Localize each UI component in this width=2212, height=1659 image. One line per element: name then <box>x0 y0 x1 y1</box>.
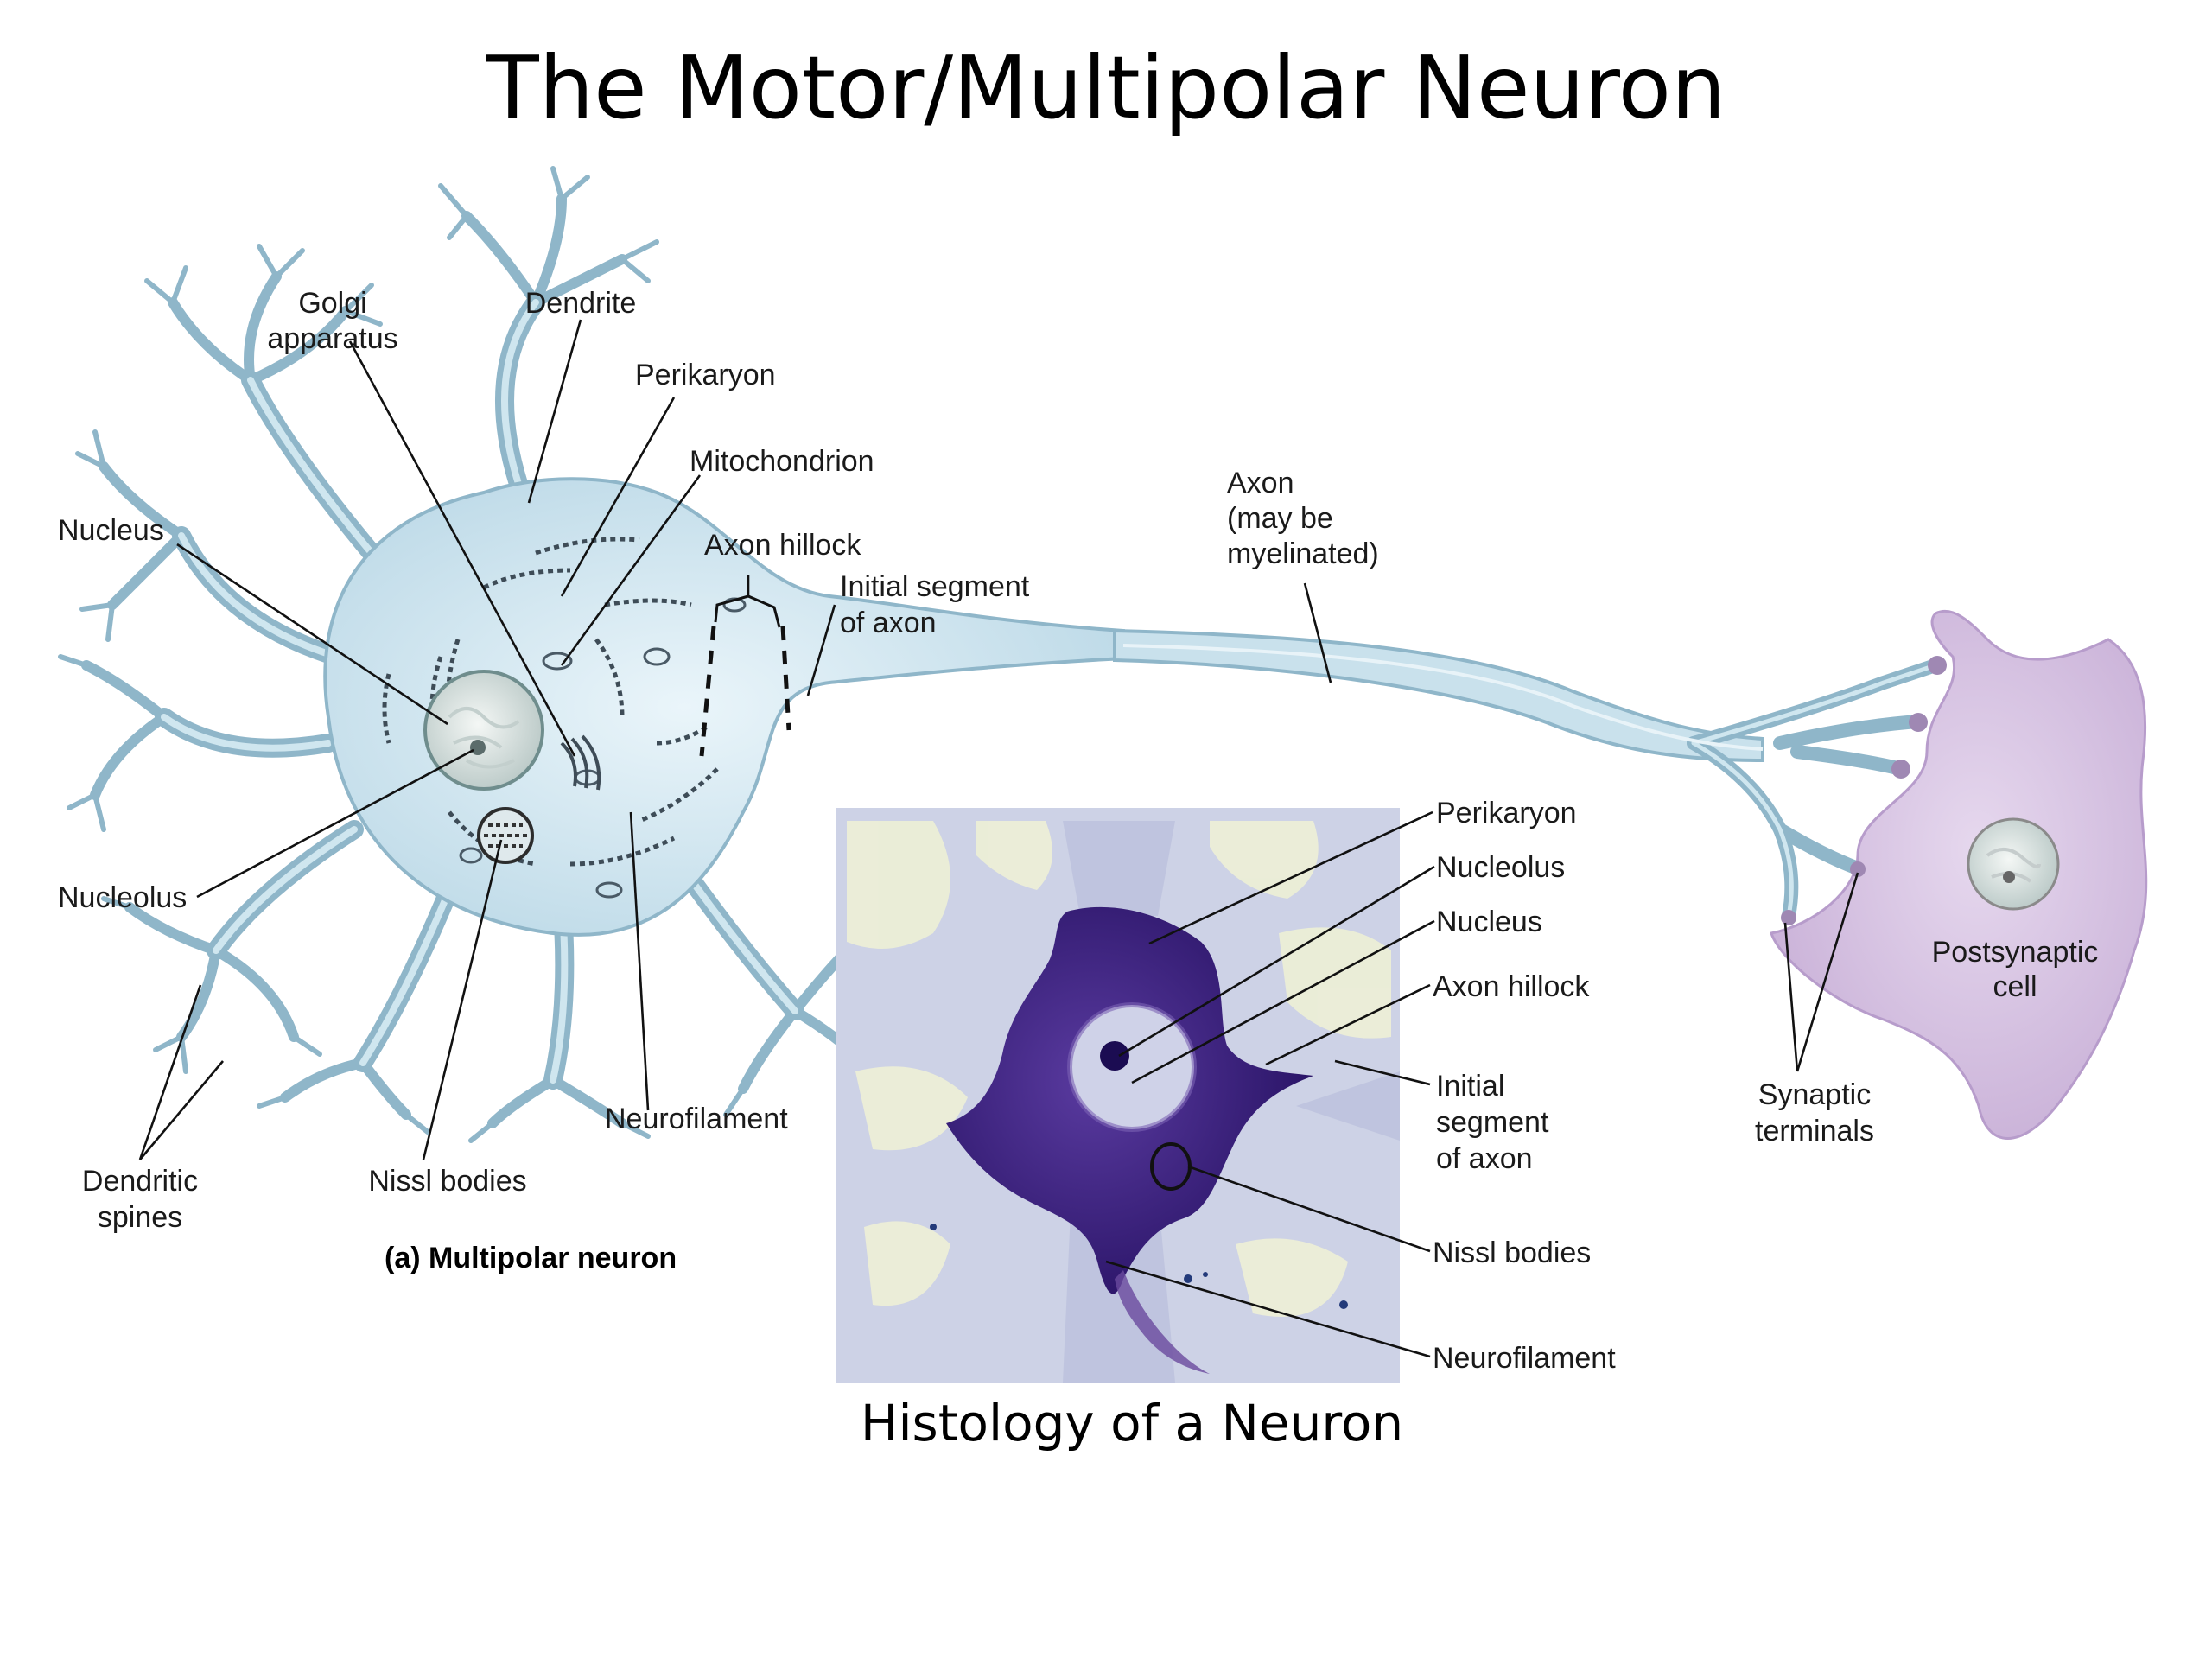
label-synaptic-line1: Synaptic <box>1758 1078 1871 1111</box>
synaptic-knobs <box>1781 656 1947 925</box>
nucleus <box>423 670 544 791</box>
histology-labels: Perikaryon Nucleolus Nucleus Axon hilloc… <box>1433 797 1616 1375</box>
histology-micrograph <box>836 808 1400 1382</box>
histo-label-neurofilament: Neurofilament <box>1433 1342 1616 1375</box>
slide-title: The Motor/Multipolar Neuron <box>486 37 1726 138</box>
label-initial-segment-line1: Initial segment <box>840 570 1030 603</box>
histology-nucleolus <box>1100 1041 1129 1071</box>
histo-label-perikaryon: Perikaryon <box>1436 797 1577 830</box>
label-nucleus: Nucleus <box>58 514 164 547</box>
label-dendritic-spines-line1: Dendritic <box>82 1165 198 1198</box>
histology-caption: Histology of a Neuron <box>860 1394 1404 1452</box>
label-initial-segment-line2: of axon <box>840 607 937 639</box>
golgi-apparatus <box>560 734 601 791</box>
label-postsynaptic-line1: Postsynaptic <box>1932 936 2099 969</box>
diagram-labels: Golgi apparatus Dendrite Perikaryon Mito… <box>58 287 2098 1274</box>
postsynaptic-cell <box>1770 609 2148 1140</box>
leader-lines <box>138 319 1859 1358</box>
label-nucleolus: Nucleolus <box>58 881 187 914</box>
label-synaptic-line2: terminals <box>1755 1115 1874 1147</box>
nissl-body-circle <box>477 807 534 864</box>
histology-nucleus <box>1070 1005 1194 1129</box>
histo-label-initial-line1: Initial <box>1436 1070 1504 1103</box>
nucleolus <box>470 740 486 755</box>
histo-label-nissl-bodies: Nissl bodies <box>1433 1236 1591 1269</box>
axon <box>1113 628 1764 763</box>
label-dendritic-spines-line2: spines <box>98 1201 182 1234</box>
label-neurofilament: Neurofilament <box>605 1103 788 1135</box>
histo-label-initial-line3: of axon <box>1436 1142 1533 1175</box>
label-axon-line3: myelinated) <box>1227 537 1379 570</box>
label-axon-line2: (may be <box>1227 502 1333 535</box>
label-axon-hillock: Axon hillock <box>704 529 861 562</box>
histo-label-axon-hillock: Axon hillock <box>1433 970 1590 1003</box>
label-nissl-bodies: Nissl bodies <box>368 1165 526 1198</box>
label-perikaryon: Perikaryon <box>635 359 776 391</box>
histo-label-nucleus: Nucleus <box>1436 906 1542 938</box>
label-golgi-line2: apparatus <box>267 322 397 355</box>
histo-label-nucleolus: Nucleolus <box>1436 851 1565 884</box>
postsynaptic-nucleus <box>1967 817 2060 911</box>
label-axon-line1: Axon <box>1227 467 1294 499</box>
histo-label-initial-line2: segment <box>1436 1106 1549 1139</box>
label-postsynaptic-line2: cell <box>1993 970 2037 1003</box>
diagram-caption: (a) Multipolar neuron <box>385 1242 677 1274</box>
label-mitochondrion: Mitochondrion <box>690 445 874 478</box>
label-dendrite: Dendrite <box>525 287 637 320</box>
label-golgi-line1: Golgi <box>298 287 366 320</box>
